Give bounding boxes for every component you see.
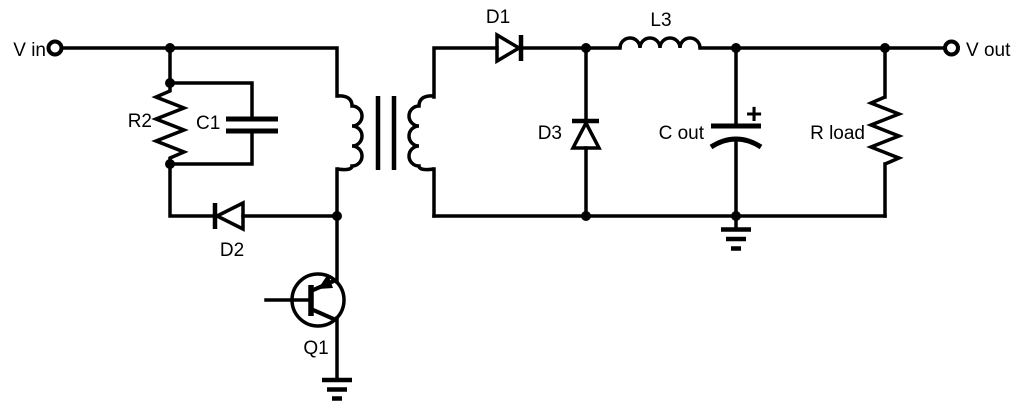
d2-label: D2	[220, 240, 244, 261]
inductor-L3: L3	[618, 10, 702, 49]
r2-label: R2	[128, 111, 152, 132]
capacitor-C1: C1	[196, 113, 278, 134]
wire-c1-top	[168, 81, 254, 119]
q1-arrow	[318, 274, 333, 289]
resistor-R2: R2	[128, 83, 189, 164]
rload-zigzag	[866, 95, 904, 166]
q1-label: Q1	[303, 338, 328, 359]
vin-label: V in	[13, 40, 46, 61]
junction-dot	[731, 43, 741, 53]
junction-dot	[165, 43, 175, 53]
ground-symbol-q1	[322, 377, 352, 401]
wire-top-left-rail	[60, 46, 339, 98]
diode-D3: D3	[538, 118, 602, 150]
c1-label: C1	[196, 113, 220, 134]
diode-D1: D1	[486, 7, 524, 65]
l3-label: L3	[650, 10, 671, 31]
l3-coil	[618, 36, 702, 49]
junction-dot	[731, 211, 741, 221]
wire-secondary-top	[432, 46, 499, 99]
vin-terminal-circle	[46, 39, 64, 57]
junction-dot	[581, 211, 591, 221]
junction-dot	[165, 78, 175, 88]
junction-dots	[165, 43, 890, 221]
d1-label: D1	[486, 7, 510, 28]
vout-terminal-circle	[943, 39, 960, 57]
r2-zigzag	[151, 83, 189, 164]
transistor-Q1: Q1	[264, 272, 346, 359]
junction-dot	[332, 211, 342, 221]
resistor-Rload: R load	[810, 95, 904, 166]
wires	[60, 46, 947, 380]
terminal-vout: V out	[943, 39, 1011, 61]
q1-collector-diag	[310, 307, 337, 322]
transformer-secondary-coil	[407, 94, 435, 172]
terminal-vin: V in	[13, 39, 64, 61]
d3-label: D3	[538, 123, 562, 144]
cout-plus-sign: +	[746, 98, 762, 129]
rload-label: R load	[810, 123, 865, 144]
wire-c1-bottom	[168, 131, 254, 166]
vout-label: V out	[966, 40, 1011, 61]
cout-label: C out	[659, 123, 705, 144]
capacitor-Cout: + C out	[659, 98, 763, 150]
diode-D2: D2	[212, 200, 245, 261]
d1-triangle	[495, 31, 523, 65]
transformer-primary-coil	[336, 94, 364, 172]
transformer	[336, 94, 435, 172]
d3-triangle	[570, 119, 602, 150]
junction-dot	[880, 43, 890, 53]
junction-dot	[165, 159, 175, 169]
junction-dot	[581, 43, 591, 53]
d2-triangle	[213, 200, 245, 232]
wire-d2-left	[168, 162, 217, 218]
cout-plate-bottom-curved	[709, 136, 763, 150]
